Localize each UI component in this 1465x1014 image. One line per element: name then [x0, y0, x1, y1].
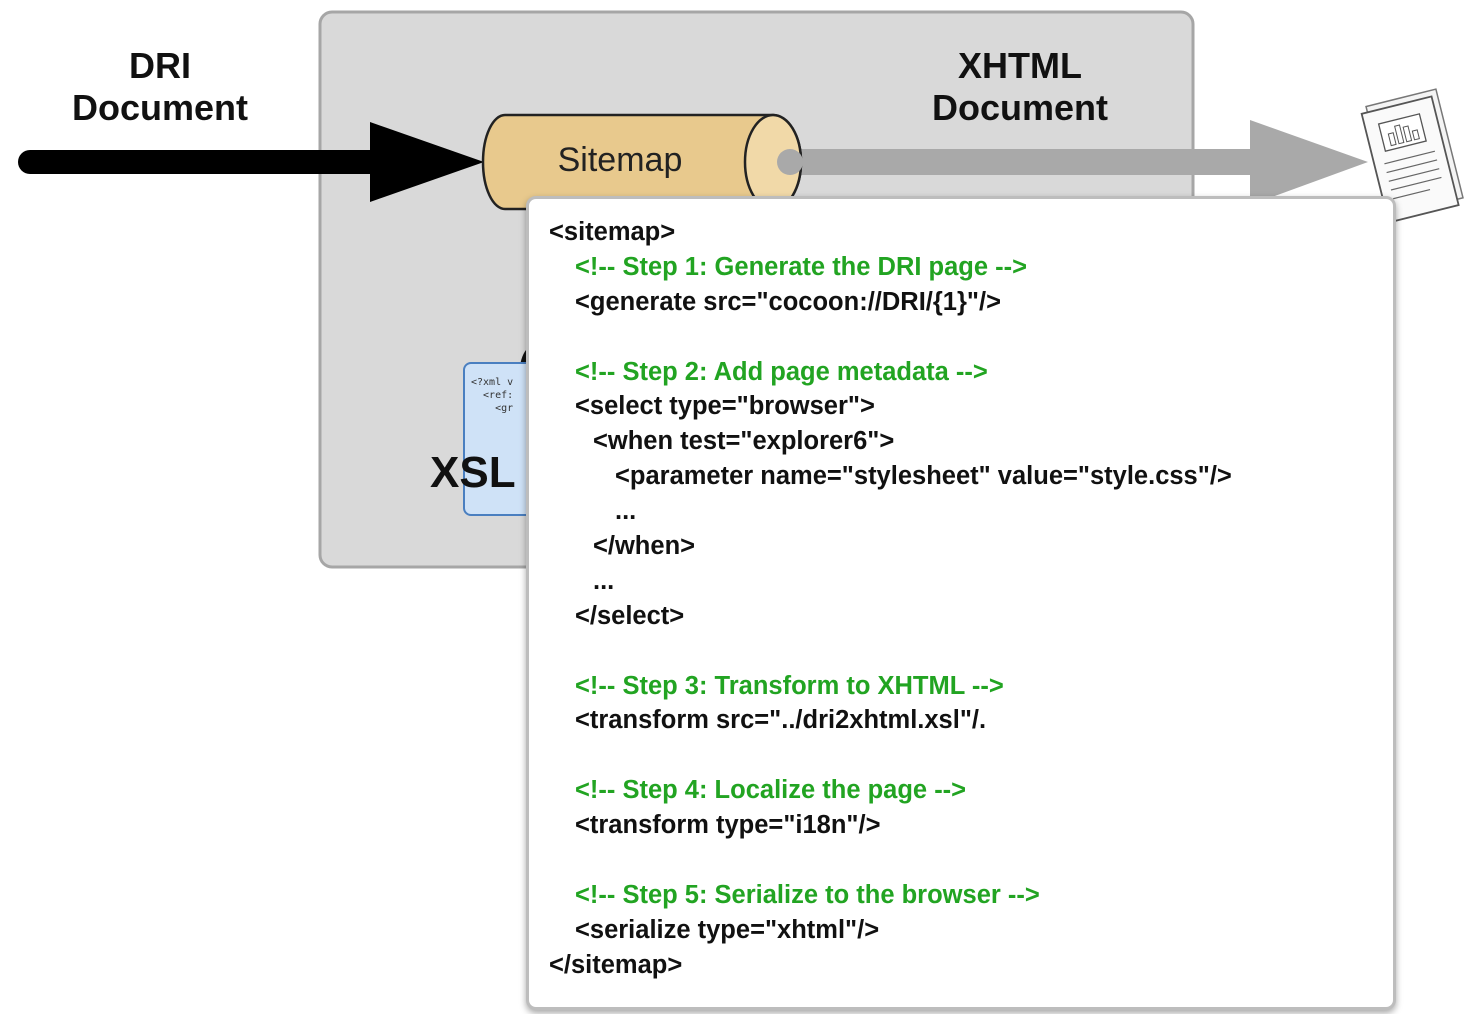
sitemap-code-panel: <sitemap> <!-- Step 1: Generate the DRI p…	[526, 196, 1396, 1010]
xsl-snippet-line: <?xml v	[471, 377, 514, 388]
code-line: <parameter name="stylesheet" value="styl…	[615, 462, 1232, 491]
output-arrow	[772, 120, 1368, 205]
input-document-label-line-2: Document	[71, 87, 248, 128]
code-comment-line: <!-- Step 4: Localize the page -->	[575, 776, 967, 805]
output-document-label-line-2: Document	[931, 87, 1108, 128]
xsl-snippet: <?xml v <ref: <gr	[465, 364, 595, 415]
code-blank-line	[549, 738, 1393, 773]
code-line: </sitemap>	[549, 950, 683, 979]
code-lines: <sitemap> <!-- Step 1: Generate the DRI p…	[549, 215, 1393, 983]
code-line: <transform type="i18n"/>	[575, 811, 881, 840]
code-line: </when>	[593, 532, 696, 561]
xsl-snippet-line: <gr	[471, 403, 514, 414]
code-line: ...	[615, 497, 637, 526]
code-line: <transform src="../dri2xhtml.xsl"/.	[575, 706, 987, 735]
code-comment-line: <!-- Step 3: Transform to XHTML -->	[575, 671, 1004, 700]
code-line: <serialize type="xhtml"/>	[575, 915, 880, 944]
code-line: ...	[593, 566, 615, 595]
sitemap-label: Sitemap	[557, 141, 683, 179]
code-comment-line: <!-- Step 2: Add page metadata -->	[575, 357, 988, 386]
xsl-label: XSL	[430, 448, 516, 497]
code-line: <sitemap>	[549, 218, 676, 246]
output-document-label-line-1: XHTML	[958, 45, 1082, 86]
code-blank-line	[549, 634, 1393, 669]
code-comment-line: <!-- Step 1: Generate the DRI page -->	[575, 252, 1028, 281]
code-line: <generate src="cocoon://DRI/{1}"/>	[575, 287, 1001, 316]
code-comment-line: <!-- Step 5: Serialize to the browser --…	[575, 880, 1040, 909]
code-line: </select>	[575, 601, 685, 630]
code-blank-line	[549, 320, 1393, 355]
code-line: <when test="explorer6">	[593, 427, 895, 456]
input-arrow	[18, 122, 484, 202]
input-document-label: DRI Document	[30, 45, 290, 129]
code-line: <select type="browser">	[575, 392, 875, 421]
input-document-label-line-1: DRI	[129, 45, 191, 86]
code-blank-line	[549, 843, 1393, 878]
output-document-icon	[1360, 88, 1464, 224]
xsl-snippet-line: <ref:	[471, 390, 514, 401]
output-document-label: XHTML Document	[890, 45, 1150, 129]
